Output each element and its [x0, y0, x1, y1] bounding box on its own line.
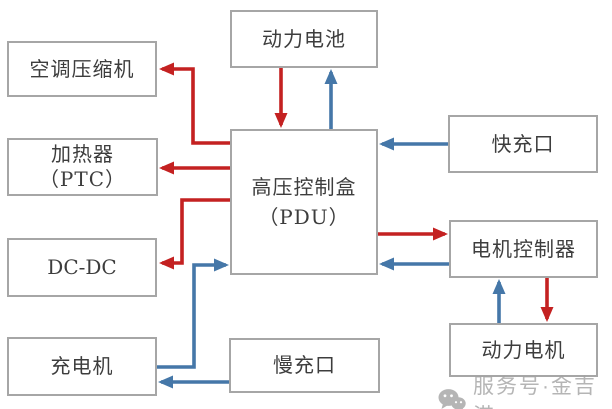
- node-power-battery: 动力电池: [230, 10, 378, 68]
- watermark: 服务号·金吉港: [438, 370, 612, 409]
- wechat-icon: [438, 389, 466, 409]
- node-high-voltage-pdu: 高压控制盒 （PDU）: [230, 129, 378, 275]
- node-ptc-heater: 加热器 （PTC）: [7, 138, 158, 196]
- node-dcdc-converter: DC-DC: [7, 238, 157, 297]
- node-drive-motor: 动力电机: [449, 323, 598, 377]
- node-slow-charge-port: 慢充口: [229, 338, 380, 393]
- node-onboard-charger: 充电机: [7, 337, 157, 396]
- edge-pdu-to-dcdc: [159, 198, 230, 270]
- watermark-text: 服务号·金吉港: [473, 375, 597, 409]
- edge-pdu-to-compressor: [159, 62, 230, 145]
- node-motor-controller: 电机控制器: [449, 220, 598, 278]
- edge-charger-to-pdu: [157, 258, 229, 369]
- node-fast-charge-port: 快充口: [448, 115, 598, 173]
- node-ac-compressor: 空调压缩机: [7, 41, 157, 97]
